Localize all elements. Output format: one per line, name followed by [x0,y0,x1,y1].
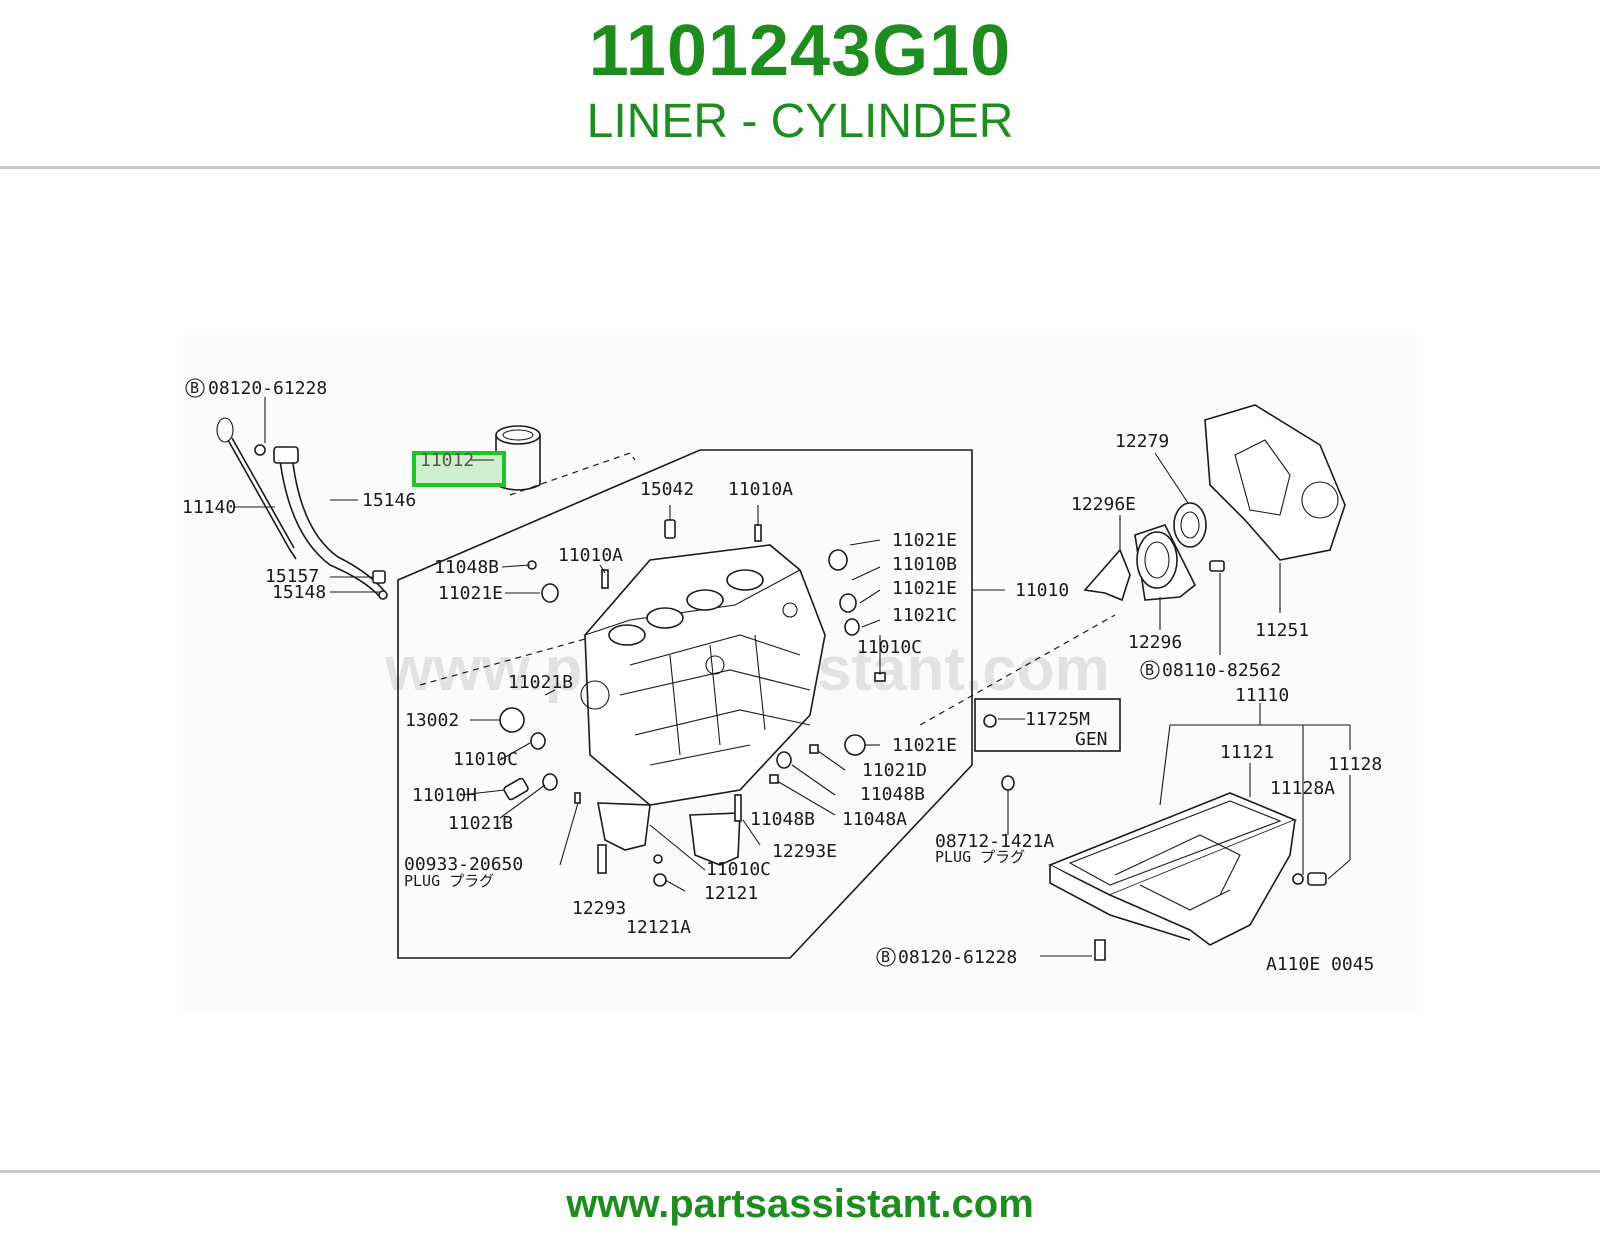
header-divider [0,166,1600,169]
callout-11048b-left: 11048B [434,557,499,578]
callout-00933-20650: 00933-20650 [404,854,523,875]
callout-11140: 11140 [182,497,236,518]
callout-11048b-mid: 11048B [860,784,925,805]
callout-11021e-left: 11021E [438,583,503,604]
callout-08712-1421a: 08712-1421A [935,831,1054,852]
gen-label: GEN [1075,729,1108,750]
block-small-parts [499,519,1015,887]
callout-11010a-top: 11010A [728,479,793,500]
callout-15042: 15042 [640,479,694,500]
callout-11251: 11251 [1255,620,1309,641]
callout-13002: 13002 [405,710,459,731]
callout-15148: 15148 [272,582,326,603]
callout-08120-61228-top: 08120-61228 [208,378,327,399]
footer-website-link[interactable]: www.partsassistant.com [566,1182,1034,1226]
bolt-marker-b: B [190,379,199,397]
plug-label-1: PLUG プラグ [404,872,494,890]
diagram-canvas: www.partsassistant.com 11 [180,335,1420,1015]
callout-15157: 15157 [265,566,319,587]
callout-11725m: 11725M [1025,709,1090,730]
callout-11021e-r3: 11021E [892,735,957,756]
callout-11021c: 11021C [892,605,957,626]
callout-12293: 12293 [572,898,626,919]
callout-11121: 11121 [1220,742,1274,763]
callout-11021d: 11021D [862,760,927,781]
bolt-marker-b-3: B [881,948,890,966]
callout-11010a-left: 11010A [558,545,623,566]
callout-11021e-r2: 11021E [892,578,957,599]
callout-11010c-left: 11010C [453,749,518,770]
block-leader-lines [459,505,1009,892]
highlighted-callout-box[interactable] [412,451,506,487]
plug-label-2: PLUG プラグ [935,848,1025,866]
callout-11021b-bottom: 11021B [448,813,513,834]
bolt-marker-b-2: B [1145,661,1154,679]
callout-11021b-top: 11021B [508,672,573,693]
callout-15146: 15146 [362,490,416,511]
footer-divider [0,1170,1600,1173]
callout-12296e: 12296E [1071,494,1136,515]
callout-11010c-bottom: 11010C [706,859,771,880]
diagram-code: A110E 0045 [1266,954,1374,975]
exploded-parts-diagram: www.partsassistant.com 11 [180,335,1420,1015]
dipstick-assembly [216,417,388,600]
callout-11048a: 11048A [842,809,907,830]
callout-11010: 11010 [1015,580,1069,601]
rear-oil-seal-parts [1083,502,1225,602]
part-number-title: 1101243G10 [588,11,1012,91]
oil-pan-leader-lines [1040,703,1351,957]
callout-12296: 12296 [1128,632,1182,653]
callout-11021e-r1: 11021E [892,530,957,551]
generator-bolt-box [974,698,1121,752]
callout-12121a: 12121A [626,917,691,938]
callout-11110: 11110 [1235,685,1289,706]
page-header: 1101243G10 LINER - CYLINDER [0,0,1600,168]
callout-11128: 11128 [1328,754,1382,775]
callout-08120-61228-bottom: 08120-61228 [898,947,1017,968]
part-name-subtitle: LINER - CYLINDER [586,95,1014,148]
callout-11128a: 11128A [1270,778,1335,799]
callout-12293e: 12293E [772,841,837,862]
callout-11048b-bottom: 11048B [750,809,815,830]
callout-11010b: 11010B [892,554,957,575]
callout-12121: 12121 [704,883,758,904]
rear-plate-part [1204,404,1346,561]
callout-12279: 12279 [1115,431,1169,452]
cylinder-block-part [580,544,826,806]
cylinder-block-group-outline [397,449,973,959]
callout-11010c-right: 11010C [857,637,922,658]
oil-pan-part [1048,792,1327,961]
callout-11010h: 11010H [412,785,477,806]
highlighted-callout-label: 11012 [420,450,474,471]
callout-labels: B 08120-61228 11140 15146 15157 15148 15… [182,378,1382,975]
callout-08110-82562: 08110-82562 [1162,660,1281,681]
